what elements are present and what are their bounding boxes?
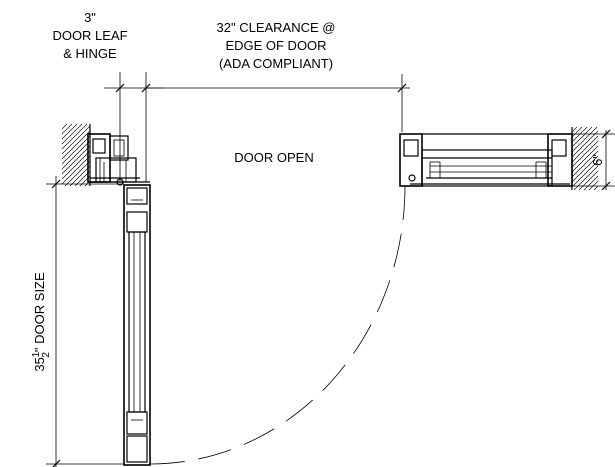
wall-hatch-line xyxy=(61,150,91,180)
wall-hatch-line xyxy=(61,125,91,155)
door-size-rest: " DOOR SIZE xyxy=(32,272,47,352)
clearance-label-line2: EDGE OF DOOR xyxy=(225,38,326,53)
clearance-dimension xyxy=(146,74,410,132)
svg-text:3512" DOOR SIZE: 3512" DOOR SIZE xyxy=(31,272,52,372)
wall-hatch-line xyxy=(61,145,91,175)
wall-hatch-line xyxy=(583,175,599,191)
wall-hatch-line xyxy=(588,180,599,191)
leaf-dimension xyxy=(104,72,162,182)
door-size-label: 3512" DOOR SIZE xyxy=(31,272,52,372)
wall-hatch-line xyxy=(571,130,599,158)
door-size-dimension xyxy=(46,176,124,467)
door-size-fraction-num: 1 xyxy=(31,351,42,357)
wall-hatch-line xyxy=(64,160,91,187)
wall-hatch-line xyxy=(61,130,91,160)
wall-hatch-line xyxy=(61,135,91,165)
wall-hatch-line xyxy=(571,145,599,173)
wall-hatch-line xyxy=(571,150,599,178)
door-size-fraction-den: 2 xyxy=(41,352,52,358)
wall-hatch-line xyxy=(61,155,91,185)
wall-hatch-line xyxy=(593,185,599,191)
leaf-width-label: 3" xyxy=(84,10,96,25)
wall-hatch-line xyxy=(571,126,583,138)
wall-hatch-line xyxy=(571,160,599,188)
wall-hatch-line xyxy=(578,170,599,191)
wall-hatch-line xyxy=(61,140,91,170)
leaf-label-line1: DOOR LEAF xyxy=(52,28,127,43)
wall-hatch-line xyxy=(61,123,78,140)
wall-hatch-line xyxy=(571,155,599,183)
leaf-label-line2: & HINGE xyxy=(63,46,117,61)
door-swing-arc xyxy=(149,185,406,465)
clearance-label-line1: 32" CLEARANCE @ xyxy=(217,20,336,35)
door-open-label: DOOR OPEN xyxy=(234,150,313,165)
wall-hatch-line xyxy=(61,123,73,135)
wall-hatch-line xyxy=(571,135,599,163)
door-leaf xyxy=(123,184,151,466)
left-wall xyxy=(61,123,91,187)
wall-hatch-line xyxy=(571,126,598,153)
door-size-whole: 35 xyxy=(32,357,47,371)
right-jamb-dimension xyxy=(572,129,615,191)
clearance-label-line3: (ADA COMPLIANT) xyxy=(219,56,333,71)
left-jamb-frame xyxy=(87,133,150,186)
wall-hatch-line xyxy=(61,123,88,150)
wall-hatch-line xyxy=(69,165,91,187)
wall-hatch-line xyxy=(571,126,593,148)
wall-hatch-line xyxy=(571,126,578,133)
wall-hatch-line xyxy=(571,140,599,168)
right-jamb-frame xyxy=(399,133,573,187)
wall-hatch-line xyxy=(61,123,68,130)
wall-hatch-line xyxy=(571,126,588,143)
wall-hatch-line xyxy=(61,123,83,145)
right-jamb-label: 6" xyxy=(590,154,605,166)
